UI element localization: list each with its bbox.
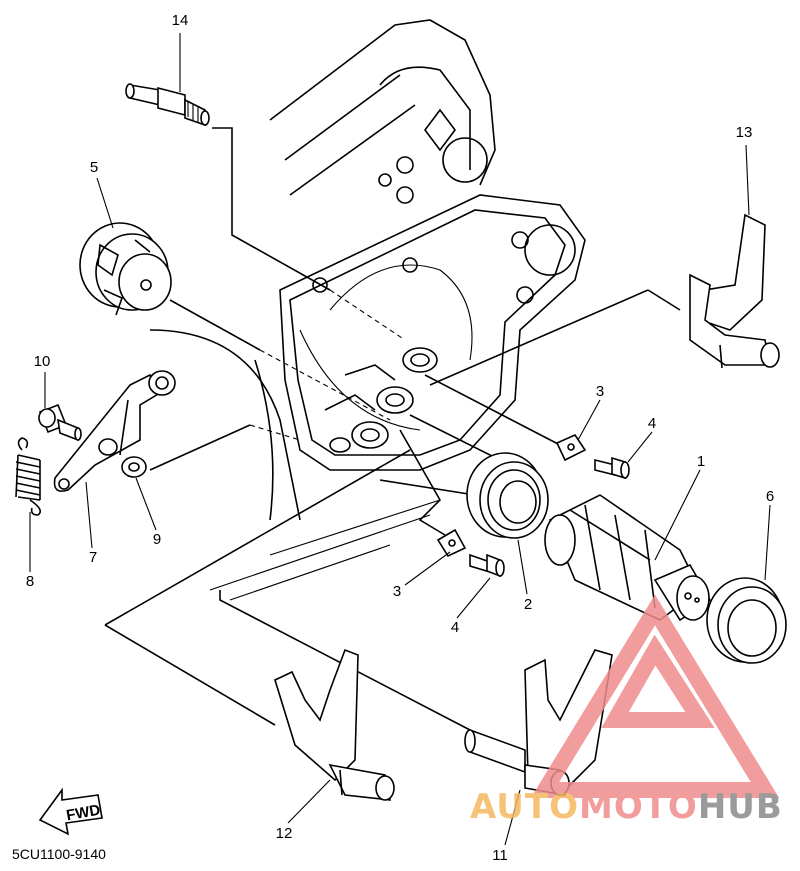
callout-3-lower: 3 — [393, 583, 401, 600]
shift-segment-part-5 — [79, 222, 172, 316]
callout-labels: 14 5 13 10 8 7 9 3 4 1 6 2 3 4 12 11 — [26, 12, 774, 864]
spring-part-8 — [15, 437, 41, 516]
stopper-lever-part-7 — [53, 370, 176, 492]
callout-7: 7 — [89, 549, 97, 566]
callout-14: 14 — [172, 12, 189, 29]
callout-leader-lines — [29, 33, 771, 846]
stopper-plate-part-3-lower — [436, 528, 467, 558]
stopper-bolt-part-14 — [125, 83, 210, 127]
callout-4-upper: 4 — [648, 415, 656, 432]
callout-2: 2 — [524, 596, 532, 613]
assembly-leader-lines — [104, 127, 681, 731]
callout-1: 1 — [697, 453, 705, 470]
watermark-part-moto: MOTO — [579, 787, 698, 827]
callout-13: 13 — [736, 124, 753, 141]
diagram-code: 5CU1100-9140 — [12, 846, 106, 862]
watermark-triangle-icon — [530, 594, 780, 798]
watermark-part-auto: AUTO — [470, 787, 579, 827]
shift-fork-part-13 — [689, 213, 780, 369]
watermark-logo: AUTOMOTOHUB — [470, 594, 783, 827]
bearing-part-6 — [706, 577, 787, 664]
stopper-plate-part-3-upper — [555, 433, 587, 462]
callout-11: 11 — [492, 847, 508, 864]
screw-part-4-lower — [469, 553, 505, 578]
forward-direction-arrow: FWD — [38, 787, 103, 836]
bearing-part-2 — [466, 452, 549, 539]
washer-part-9 — [121, 456, 147, 478]
callout-4-lower: 4 — [451, 619, 459, 636]
shift-cam-part-1 — [544, 494, 712, 622]
callout-10: 10 — [34, 353, 51, 370]
shift-fork-part-12 — [274, 648, 395, 801]
callout-3-upper: 3 — [596, 383, 604, 400]
watermark-part-hub: HUB — [698, 787, 783, 827]
callout-8: 8 — [26, 573, 34, 590]
screw-part-4-upper — [594, 456, 630, 480]
fwd-label: FWD — [65, 802, 102, 825]
callout-12: 12 — [276, 825, 293, 842]
callout-6: 6 — [766, 488, 774, 505]
callout-5: 5 — [90, 159, 98, 176]
watermark-text: AUTOMOTOHUB — [470, 787, 783, 827]
crankcase-housing — [149, 19, 586, 601]
bolt-part-10 — [38, 403, 82, 442]
callout-9: 9 — [153, 531, 161, 548]
